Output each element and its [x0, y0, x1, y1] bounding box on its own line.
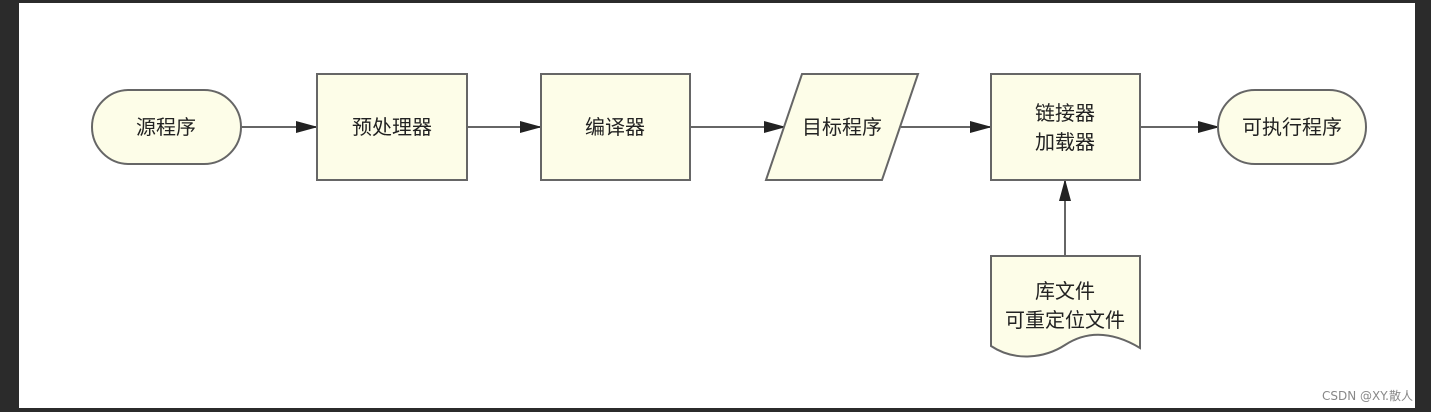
node-executable[interactable]: 可执行程序: [1217, 89, 1367, 165]
node-library[interactable]: 库文件 可重定位文件: [990, 255, 1141, 358]
node-source-label: 源程序: [136, 115, 196, 139]
node-library-label-2: 可重定位文件: [1005, 308, 1125, 332]
node-object[interactable]: 目标程序: [764, 73, 920, 181]
diagram-canvas: 源程序 预处理器 编译器 目标程序 链接器 加载器 可执行程序: [19, 3, 1415, 408]
node-linker-label-1: 链接器: [1035, 101, 1095, 125]
node-preprocessor[interactable]: 预处理器: [316, 73, 468, 181]
edges: [241, 121, 1220, 256]
watermark: CSDN @XY.散人: [1322, 389, 1413, 403]
node-preprocessor-label: 预处理器: [352, 115, 432, 139]
node-source[interactable]: 源程序: [91, 89, 242, 165]
node-compiler[interactable]: 编译器: [540, 73, 691, 181]
node-linker[interactable]: 链接器 加载器: [990, 73, 1141, 181]
node-object-label: 目标程序: [802, 115, 882, 139]
node-linker-label-2: 加载器: [1035, 130, 1095, 154]
node-library-label-1: 库文件: [1035, 279, 1095, 303]
node-executable-label: 可执行程序: [1242, 115, 1342, 139]
node-compiler-label: 编译器: [585, 115, 645, 139]
